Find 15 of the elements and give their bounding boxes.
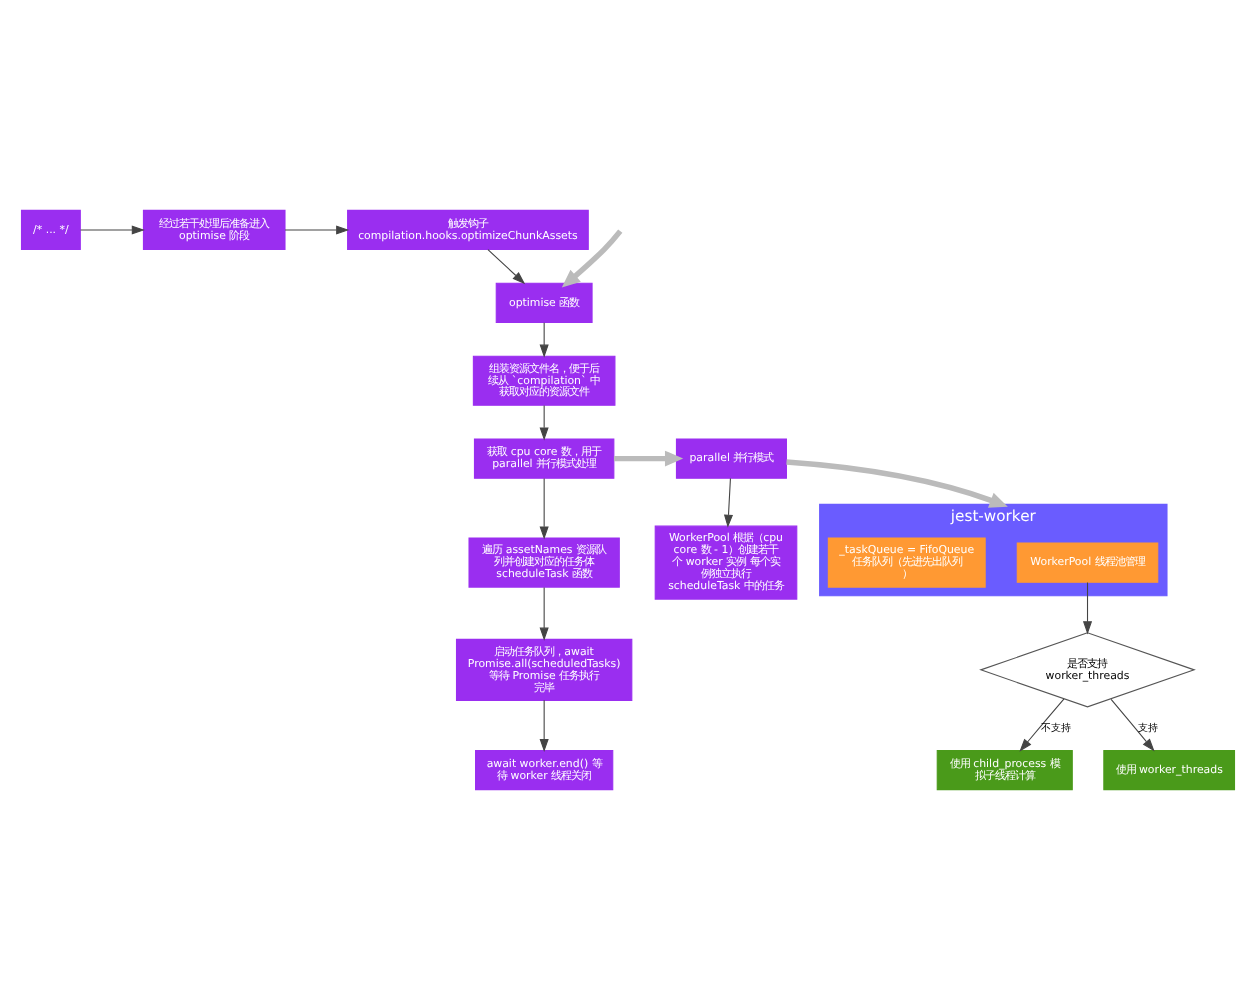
arrow	[539, 587, 549, 641]
arrow	[539, 322, 549, 358]
arrow	[786, 459, 1008, 508]
arrow	[539, 477, 549, 540]
arrow	[561, 229, 623, 288]
arrow	[539, 699, 549, 753]
arrow	[487, 249, 526, 285]
arrow	[614, 450, 684, 467]
arrow	[723, 477, 734, 528]
arrow	[284, 225, 350, 235]
arrow	[1082, 581, 1093, 635]
arrow	[1019, 698, 1065, 752]
arrow	[80, 225, 145, 235]
arrow	[1110, 698, 1155, 752]
arrow	[539, 404, 549, 441]
